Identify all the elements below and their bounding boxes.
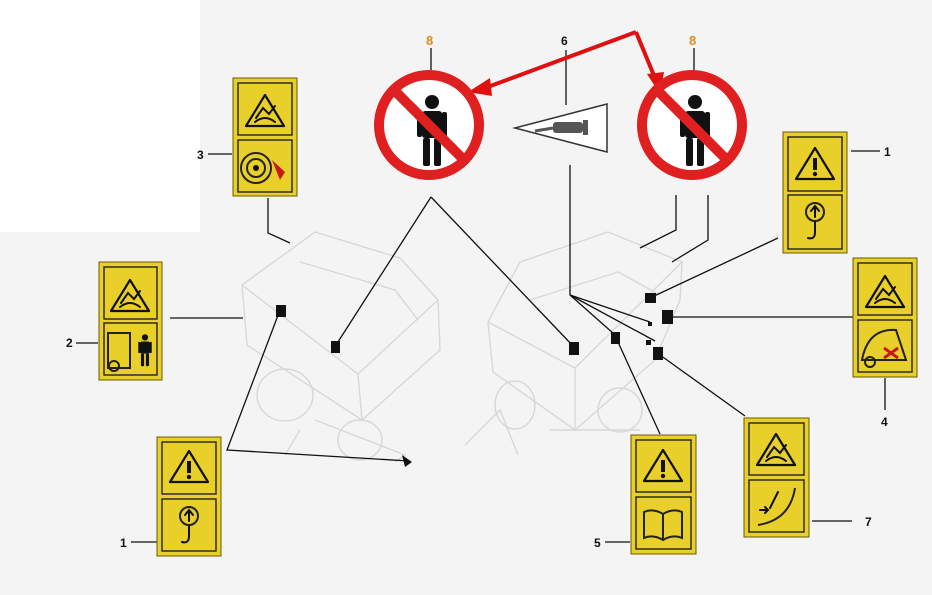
decal-7-pinch	[743, 417, 810, 538]
callout-4: 4	[881, 415, 888, 429]
decal-1-lifting-left	[156, 436, 222, 557]
callout-5: 5	[594, 536, 601, 550]
decal-3-entanglement	[232, 77, 298, 197]
callout-2: 2	[66, 336, 73, 350]
callout-6: 6	[561, 34, 568, 48]
decal-1-lifting-right	[782, 131, 848, 254]
decal-6-exhaust-tool	[512, 103, 608, 153]
callout-labels: 1 1 2 3 4 5 6 7 8 8	[66, 33, 891, 550]
decal-8-no-person-right	[637, 70, 747, 180]
callout-7: 7	[865, 515, 872, 529]
background-corner	[0, 0, 200, 232]
baler-right-outline	[464, 231, 684, 456]
decal-4-entanglement-baler	[852, 257, 918, 378]
callout-8-right: 8	[689, 33, 696, 48]
decal-2-crush	[98, 261, 163, 381]
callout-1-right: 1	[884, 145, 891, 159]
decal-5-read-manual	[630, 434, 697, 555]
leader-lines	[76, 48, 886, 543]
decal-markers	[276, 293, 673, 467]
decal-8-no-person-left	[374, 70, 484, 180]
callout-3: 3	[197, 148, 204, 162]
callout-8-left: 8	[426, 33, 433, 48]
red-arrow	[468, 30, 664, 96]
callout-1-bottom: 1	[120, 536, 127, 550]
baler-left-outline	[240, 231, 441, 463]
